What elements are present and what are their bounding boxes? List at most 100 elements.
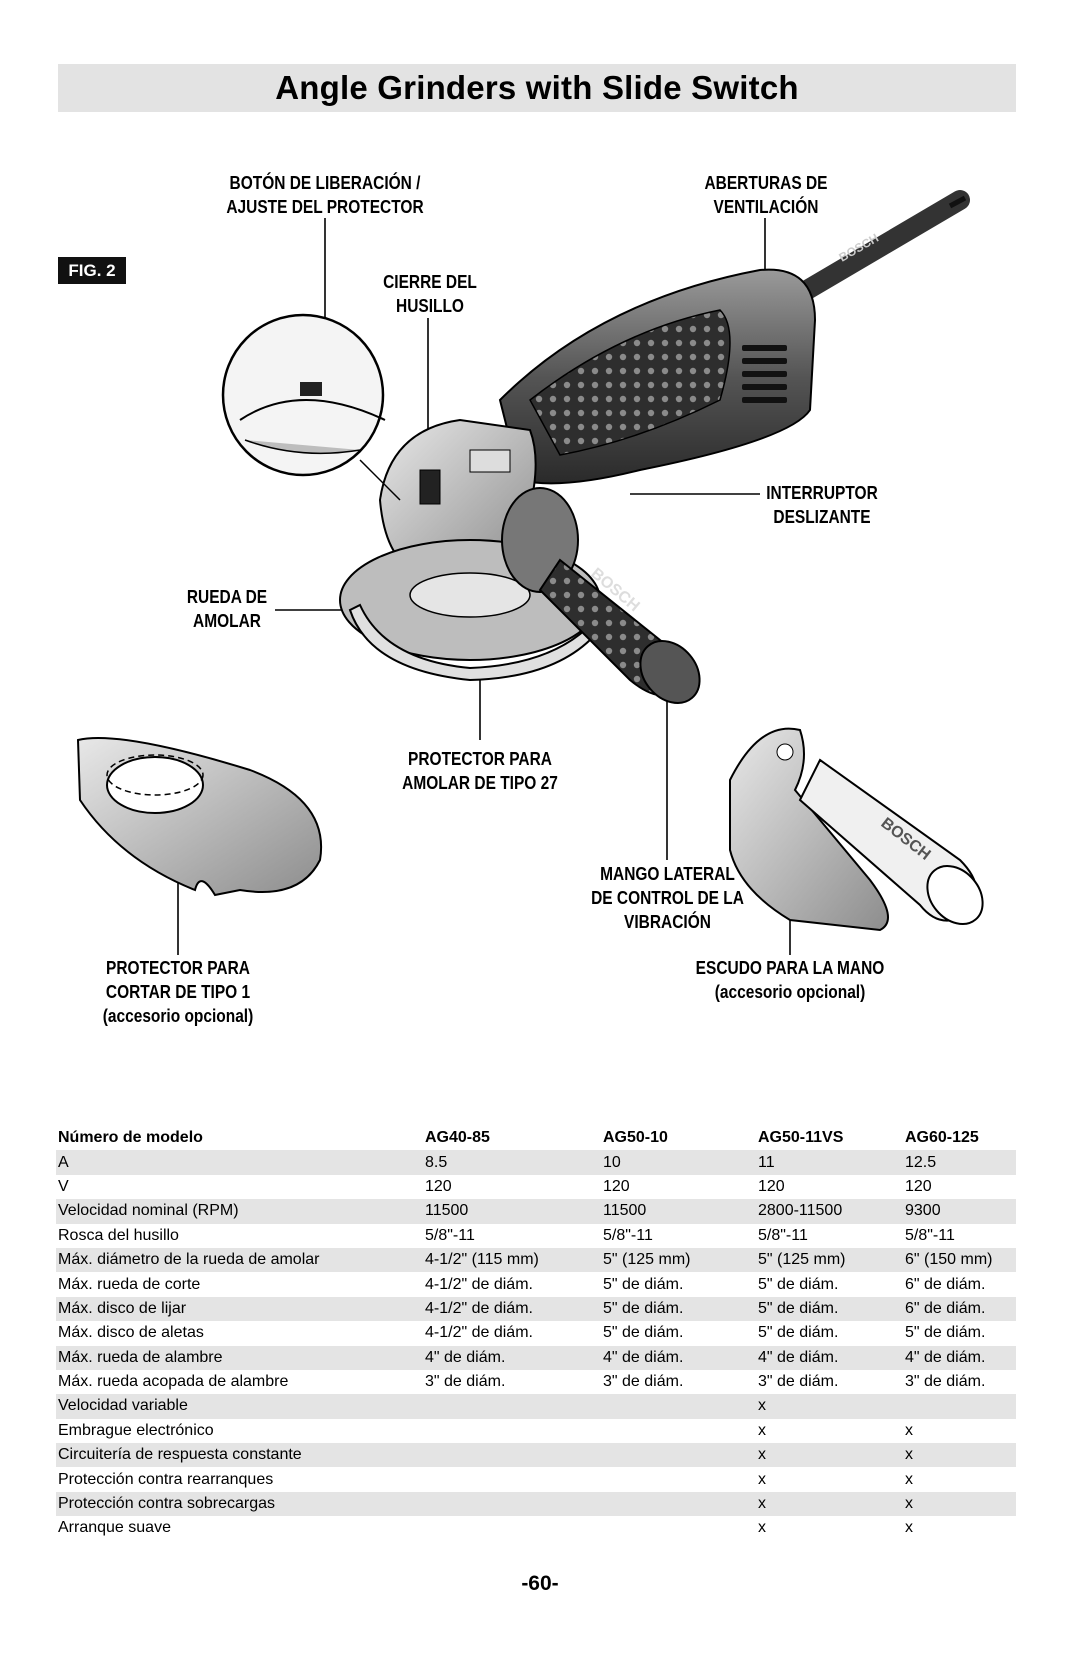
table-row: Máx. disco de aletas 4-1/2" de diám. 5" de… — [56, 1321, 1016, 1345]
callout-line: DE CONTROL DE LA — [591, 888, 744, 908]
table-cell — [423, 1516, 601, 1540]
callout-line: VIBRACIÓN — [624, 912, 711, 932]
table-header-row: Número de modelo AG40-85 AG50-10 AG50-11… — [56, 1126, 1016, 1150]
row-label: Velocidad variable — [56, 1394, 423, 1419]
header-ag50-10: AG50-10 — [603, 1129, 668, 1147]
table-cell — [423, 1443, 601, 1468]
callout-spindle-lock: CIERRE DEL HUSILLO — [357, 270, 503, 318]
callout-line: (accesorio opcional) — [102, 1006, 254, 1026]
ventilation-slots — [742, 345, 787, 403]
table-cell — [601, 1491, 756, 1517]
header-ag40-85: AG40-85 — [425, 1129, 490, 1147]
row-label: Máx. diámetro de la rueda de amolar — [56, 1247, 423, 1273]
table-cell: x — [758, 1470, 766, 1488]
table-cell — [601, 1443, 756, 1468]
table-cell: x — [756, 1394, 903, 1419]
table-cell: 5/8"-11 — [905, 1226, 955, 1244]
table-cell: 4" de diám. — [756, 1345, 903, 1370]
table-cell: 10 — [601, 1150, 756, 1175]
table-cell: x — [903, 1443, 1016, 1468]
callout-slide-switch: INTERRUPTOR DESLIZANTE — [762, 481, 882, 529]
callout-grinding-wheel: RUEDA DE AMOLAR — [180, 585, 275, 633]
row-label: Máx. disco de aletas — [58, 1324, 204, 1342]
callout-line: ESCUDO PARA LA MANO — [695, 958, 885, 978]
page-number: -60- — [521, 1572, 559, 1595]
header-ag60-125: AG60-125 — [905, 1129, 979, 1147]
table-cell: 5" de diám. — [758, 1275, 839, 1293]
table-cell: 5" de diám. — [905, 1324, 986, 1342]
table-cell: 3" de diám. — [425, 1373, 506, 1391]
table-cell: x — [758, 1519, 766, 1537]
table-cell: 4-1/2" de diám. — [425, 1275, 533, 1293]
table-cell — [903, 1394, 1016, 1419]
table-cell: 4" de diám. — [423, 1345, 601, 1370]
callout-line: AMOLAR DE TIPO 27 — [402, 773, 558, 793]
table-cell: 5" de diám. — [603, 1275, 684, 1293]
table-cell: 4-1/2" de diám. — [425, 1324, 533, 1342]
table-cell — [423, 1419, 601, 1443]
callout-line: PROTECTOR PARA — [106, 958, 250, 978]
table-cell: 4-1/2" (115 mm) — [423, 1247, 601, 1273]
row-label: Circuitería de respuesta constante — [56, 1443, 423, 1468]
table-cell: 3" de diám. — [905, 1373, 986, 1391]
callout-line: CORTAR DE TIPO 1 — [105, 982, 251, 1002]
table-cell: 6" (150 mm) — [903, 1247, 1016, 1273]
row-label: Velocidad nominal (RPM) — [56, 1199, 423, 1224]
callout-type1-guard: PROTECTOR PARA CORTAR DE TIPO 1 (accesor… — [83, 956, 272, 1028]
table-cell — [601, 1419, 756, 1443]
header-model: Número de modelo — [58, 1129, 203, 1147]
table-cell: 5" de diám. — [758, 1324, 839, 1342]
table-cell: 8.5 — [423, 1150, 601, 1175]
table-cell: 5" (125 mm) — [601, 1247, 756, 1273]
callout-line: RUEDA DE — [186, 587, 268, 607]
table-cell: 3" de diám. — [603, 1373, 684, 1391]
table-cell: 4-1/2" de diám. — [423, 1296, 601, 1322]
callout-line: CIERRE DEL — [383, 272, 477, 292]
table-cell: 2800-11500 — [756, 1199, 903, 1224]
callout-line: VENTILACIÓN — [713, 197, 819, 217]
callout-line: BOTÓN DE LIBERACIÓN / — [229, 173, 421, 193]
table-cell: 11500 — [423, 1199, 601, 1224]
row-label: Máx. rueda acopada de alambre — [58, 1373, 289, 1391]
row-label: Máx. rueda de alambre — [56, 1345, 423, 1370]
title-bar: Angle Grinders with Slide Switch — [58, 64, 1016, 112]
table-cell — [601, 1516, 756, 1540]
grinding-wheel — [339, 539, 601, 661]
callout-vents: ABERTURAS DE VENTILACIÓN — [680, 171, 852, 219]
callout-line: AJUSTE DEL PROTECTOR — [226, 197, 424, 217]
row-label: Protección contra sobrecargas — [56, 1491, 423, 1517]
callout-type27-guard: PROTECTOR PARA AMOLAR DE TIPO 27 — [385, 747, 574, 795]
row-label: A — [56, 1150, 423, 1175]
table-cell: x — [903, 1491, 1016, 1517]
hand-shield: BOSCH — [729, 727, 984, 932]
callout-line: INTERRUPTOR — [766, 483, 878, 503]
table-cell: 5/8"-11 — [603, 1226, 653, 1244]
table-cell: x — [758, 1421, 766, 1439]
table-cell: x — [905, 1519, 913, 1537]
page-title: Angle Grinders with Slide Switch — [275, 69, 799, 106]
table-cell: 11 — [756, 1150, 903, 1175]
callout-line: (accesorio opcional) — [714, 982, 866, 1002]
table-cell: 5" de diám. — [756, 1296, 903, 1322]
figure-label: FIG. 2 — [58, 257, 126, 284]
table-cell: 6" de diám. — [903, 1296, 1016, 1322]
callout-guard-release: BOTÓN DE LIBERACIÓN / AJUSTE DEL PROTECT… — [218, 171, 433, 219]
table-cell: 9300 — [903, 1199, 1016, 1224]
callout-line: PROTECTOR PARA — [408, 749, 552, 769]
callout-side-handle: MANGO LATERAL DE CONTROL DE LA VIBRACIÓN — [584, 862, 752, 934]
table-row: Velocidad variable x — [56, 1394, 1016, 1419]
table-cell: 5" (125 mm) — [756, 1247, 903, 1273]
callout-hand-shield: ESCUDO PARA LA MANO (accesorio opcional) — [687, 956, 893, 1004]
callout-line: ABERTURAS DE — [704, 173, 828, 193]
row-label: Embrague electrónico — [58, 1421, 214, 1439]
